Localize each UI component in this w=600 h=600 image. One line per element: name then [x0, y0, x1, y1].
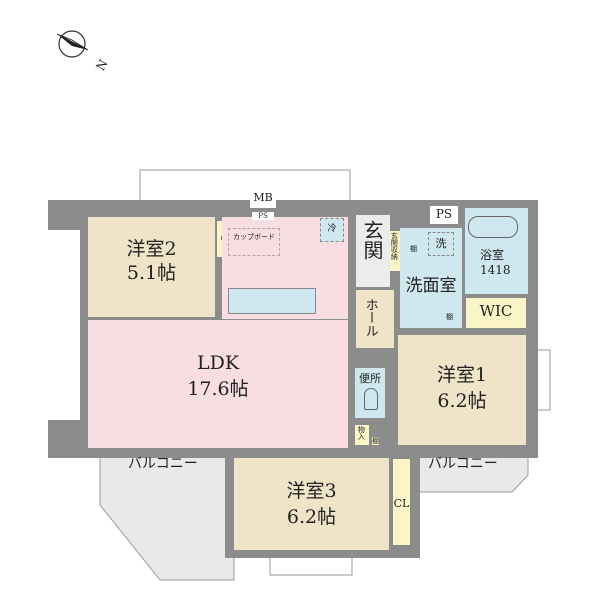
washroom [400, 228, 462, 328]
shelf-label-2: 棚 [446, 313, 453, 321]
fridge-label: 冷 [327, 224, 337, 234]
western2-size: 5.1帖 [126, 262, 177, 284]
hall-label: ホール [362, 298, 378, 337]
toilet-label: 便所 [359, 372, 381, 385]
fridge-space [320, 218, 344, 242]
storage-label: 物入 [357, 426, 366, 440]
closet-label-3: CL [393, 497, 410, 510]
closet-western3 [392, 458, 411, 546]
toilet-icon [364, 388, 378, 410]
washer-label: 洗 [435, 237, 447, 250]
ps-label: PS [435, 207, 453, 221]
entrance-label: 玄関 [360, 220, 384, 260]
balcony-left-label: バルコニー [128, 456, 198, 472]
room-western2 [88, 217, 215, 317]
washroom-label: 洗面室 [405, 276, 457, 296]
western1-name: 洋室1 [436, 364, 488, 386]
shelf-label: 棚 [410, 245, 417, 253]
entrance-storage-label: 玄関収納 [390, 232, 399, 260]
ldk-name: LDK [196, 352, 240, 374]
ps-small-label: PS [252, 212, 274, 221]
western3-size: 6.2帖 [286, 506, 337, 528]
bathtub-icon [468, 216, 518, 238]
entrance [356, 215, 390, 287]
mb-label: MB [253, 191, 273, 204]
western3-name: 洋室3 [286, 480, 337, 502]
balcony-right-label: バルコニー [428, 456, 498, 472]
bath-size: 1418 [480, 263, 511, 277]
cupboard [228, 228, 280, 256]
wic-label: WIC [479, 302, 513, 320]
room-western3 [234, 458, 389, 550]
room-ldk [88, 320, 348, 448]
wic [466, 298, 526, 328]
shelf-label-3: 棚 [372, 437, 379, 446]
cupboard-label: カップボード [233, 233, 275, 241]
bath-label: 浴室 [480, 248, 505, 262]
room-western1 [398, 335, 526, 445]
kitchen-counter [228, 288, 316, 314]
western1-size: 6.2帖 [437, 390, 487, 412]
hall [356, 290, 394, 348]
western2-name: 洋室2 [126, 238, 177, 260]
compass-icon [56, 30, 89, 58]
ldk-size: 17.6帖 [187, 378, 249, 400]
